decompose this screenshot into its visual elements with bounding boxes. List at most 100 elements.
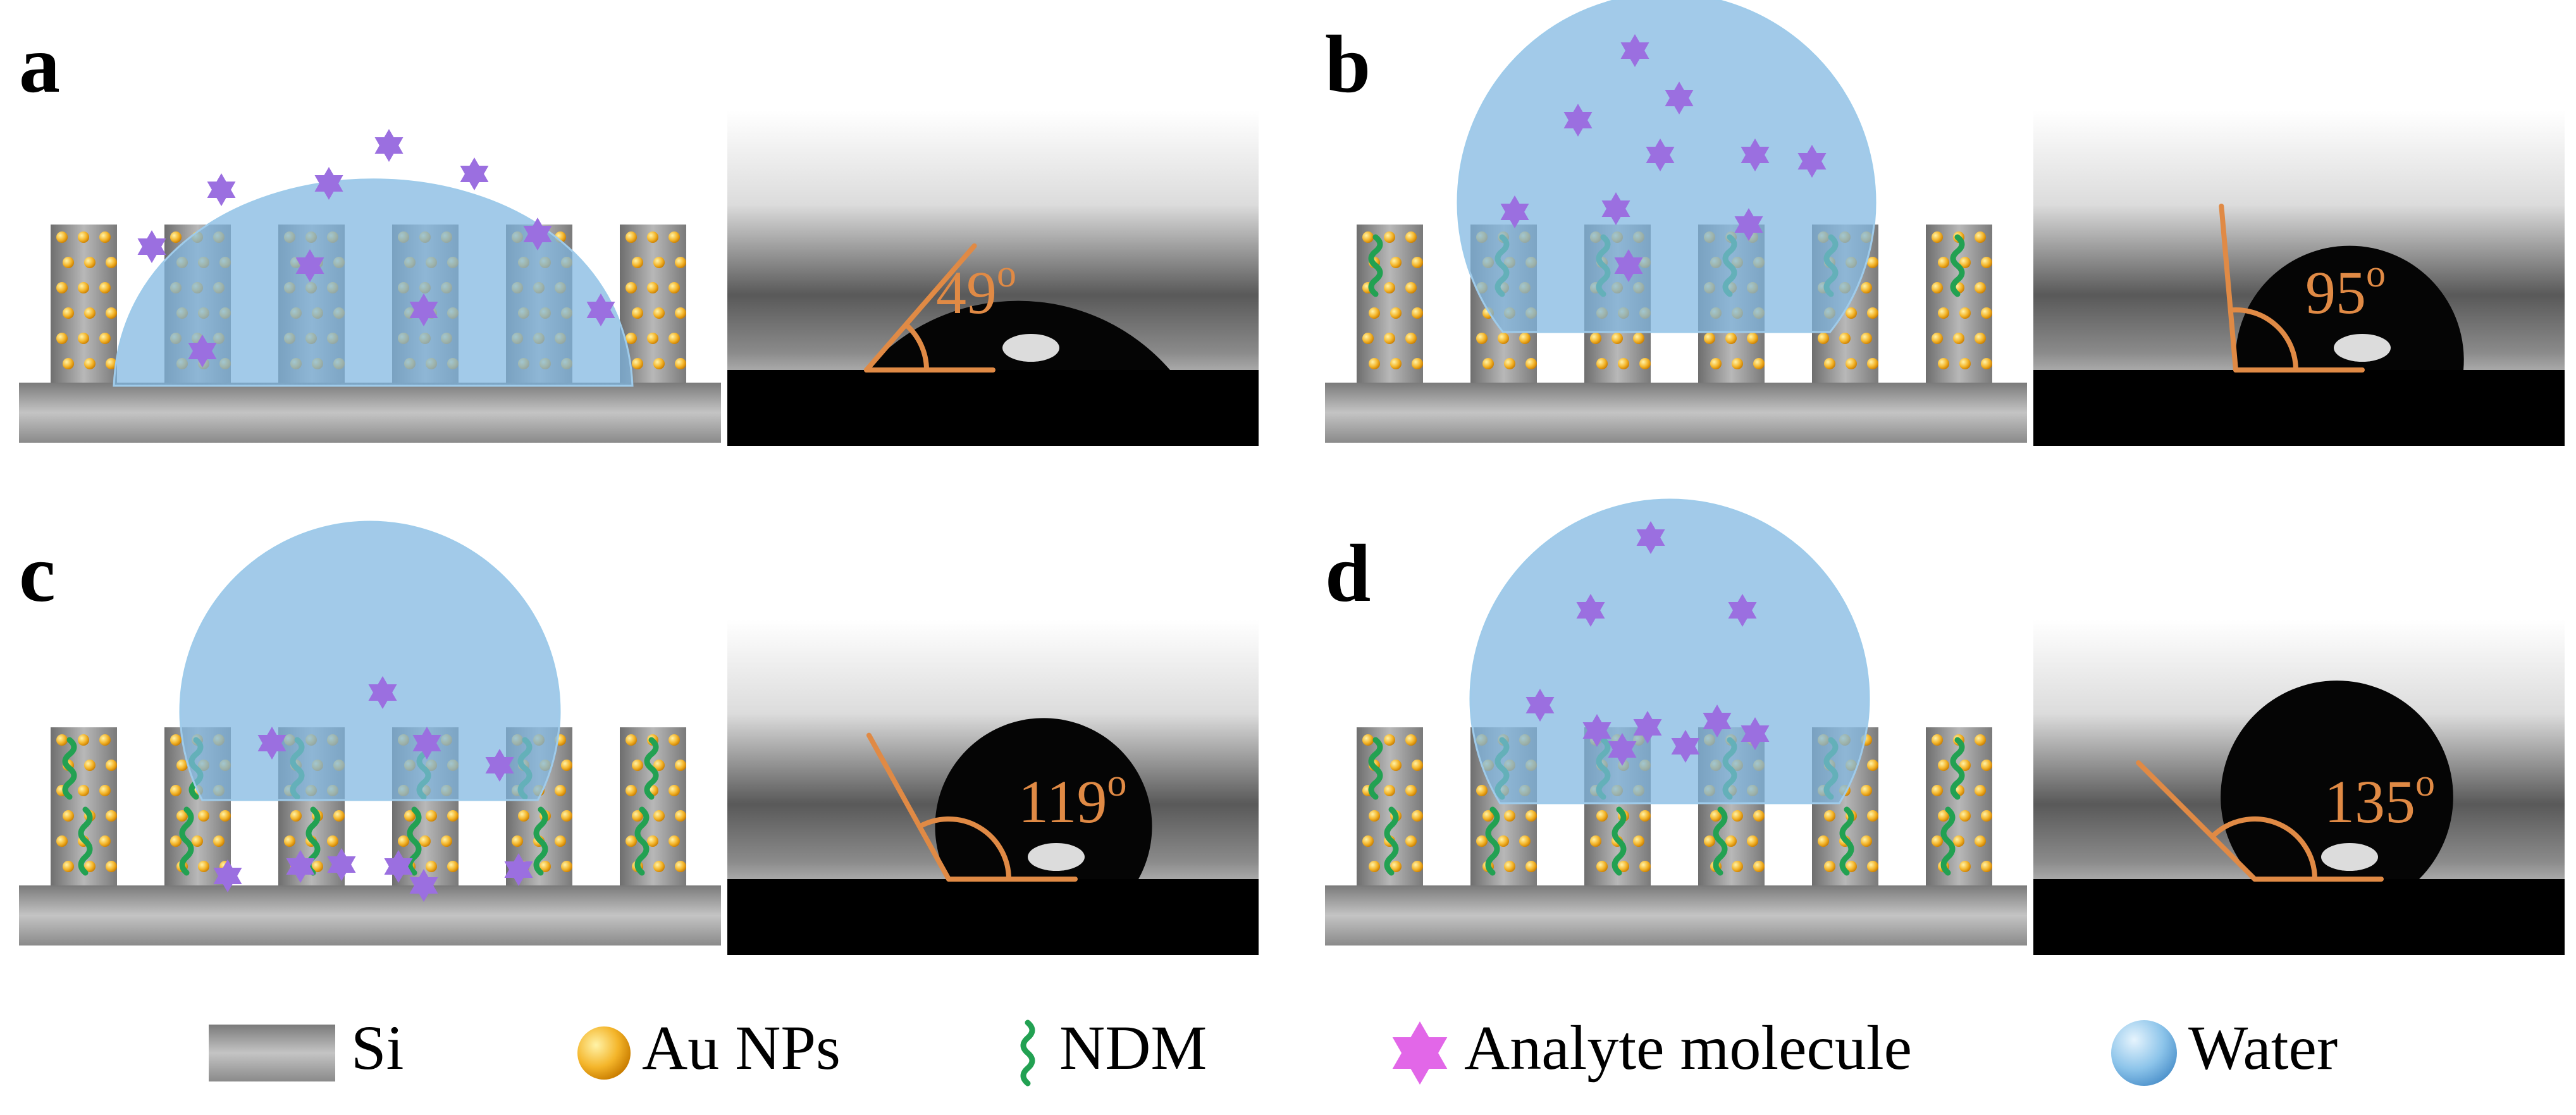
au-nanoparticle-icon — [1618, 861, 1629, 872]
water-droplet — [113, 129, 634, 387]
au-nanoparticle-icon — [106, 861, 117, 872]
au-nanoparticle-icon — [1504, 861, 1515, 872]
au-nanoparticle-icon — [669, 785, 680, 796]
au-nanoparticle-icon — [1824, 861, 1835, 872]
au-nanoparticle-icon — [1476, 835, 1488, 847]
droplet-silhouette — [2221, 681, 2453, 879]
au-nanoparticle-icon — [1525, 810, 1537, 822]
au-nanoparticle-icon — [1525, 861, 1537, 872]
au-nanoparticle-icon — [84, 760, 96, 771]
water-droplet — [1457, 0, 1877, 333]
droplet-highlight — [2334, 334, 2391, 362]
analyte-molecule-icon — [460, 157, 489, 190]
au-nanoparticle-icon — [561, 810, 572, 822]
au-nanoparticle-icon — [561, 760, 572, 771]
au-nanoparticle-icon — [675, 307, 686, 319]
au-nanoparticle-icon — [63, 257, 74, 268]
au-nanoparticle-icon — [1959, 307, 1971, 319]
au-nanoparticle-icon — [1639, 810, 1651, 822]
photo-substrate — [727, 370, 1259, 446]
au-nanoparticle-icon — [653, 257, 665, 268]
au-nanoparticle-icon — [170, 734, 182, 746]
au-nanoparticle-icon — [426, 861, 437, 872]
au-nanoparticle-icon — [290, 810, 302, 822]
au-nanoparticle-icon — [626, 835, 637, 847]
au-nanoparticle-icon — [1596, 358, 1608, 369]
water-droplet-body — [1469, 498, 1870, 804]
ndm-chain-icon — [644, 737, 659, 800]
au-nanoparticle-icon — [1504, 810, 1515, 822]
angle-tangent — [2136, 760, 2257, 882]
au-nanoparticle-icon — [284, 835, 295, 847]
au-nanoparticle-icon — [1818, 333, 1829, 344]
au-nanoparticle-icon — [176, 810, 188, 822]
au-nanoparticle-icon — [1953, 835, 1964, 847]
contact-angle-photo: 49o — [727, 111, 1259, 446]
au-nanoparticle-icon — [1932, 785, 1943, 796]
au-nanoparticle-icon — [56, 282, 68, 293]
au-nanoparticle-icon — [78, 333, 89, 344]
au-nanoparticle-icon — [1476, 333, 1488, 344]
ndm-chain-icon — [1384, 806, 1399, 876]
au-nanoparticle-icon — [170, 231, 182, 243]
ndm-chain-icon — [1940, 806, 1956, 876]
au-nanoparticle-icon — [1369, 861, 1380, 872]
ndm-chain-icon — [1713, 806, 1728, 876]
au-nanoparticle-icon — [1590, 835, 1601, 847]
au-nanoparticle-icon — [1932, 835, 1943, 847]
au-nanoparticle-icon — [1390, 760, 1402, 771]
au-nanoparticle-icon — [1975, 734, 1986, 746]
angle-tangent — [864, 243, 977, 373]
legend-au-label: Au NPs — [642, 1013, 841, 1083]
au-nanoparticle-icon — [426, 810, 437, 822]
au-nanoparticle-icon — [653, 760, 665, 771]
angle-tangent — [2219, 203, 2238, 373]
silicon-substrate — [1325, 885, 2027, 946]
gradient-block-icon — [209, 1025, 335, 1081]
au-nanoparticle-icon — [1732, 358, 1743, 369]
au-nanoparticle-icon — [1846, 358, 1857, 369]
au-nanoparticle-icon — [1519, 333, 1531, 344]
au-nanoparticle-icon — [1981, 307, 1992, 319]
au-nanoparticle-icon — [1867, 358, 1878, 369]
au-nanoparticle-icon — [1412, 760, 1423, 771]
au-nanoparticle-icon — [1959, 358, 1971, 369]
au-nanoparticle-icon — [176, 760, 188, 771]
au-nanoparticle-icon — [1633, 333, 1644, 344]
au-nanoparticle-icon — [675, 257, 686, 268]
au-nanoparticle-icon — [1612, 333, 1623, 344]
au-nanoparticle-icon — [1412, 307, 1423, 319]
au-nanoparticle-icon — [1618, 358, 1629, 369]
au-nanoparticle-icon — [626, 282, 637, 293]
au-nanoparticle-icon — [1725, 835, 1737, 847]
au-nanoparticle-icon — [1975, 282, 1986, 293]
au-nanoparticle-icon — [1710, 810, 1722, 822]
au-nanoparticle-icon — [632, 810, 643, 822]
au-nanoparticle-icon — [1938, 307, 1949, 319]
panel-letter: b — [1325, 19, 1371, 110]
contact-angle-photo: 119o — [727, 620, 1259, 955]
au-nanoparticle-icon — [626, 333, 637, 344]
au-nanoparticle-icon — [1867, 257, 1878, 268]
au-nanoparticle-icon — [669, 835, 680, 847]
au-nanoparticle-icon — [647, 282, 658, 293]
droplet-silhouette — [935, 718, 1152, 879]
au-nanoparticle-icon — [1839, 333, 1851, 344]
au-nanoparticle-icon — [626, 231, 637, 243]
au-nanoparticle-icon — [312, 861, 323, 872]
ndm-chain-icon — [1950, 234, 1965, 297]
au-nanoparticle-icon — [1953, 333, 1964, 344]
au-nanoparticle-icon — [647, 835, 658, 847]
panel-letter: d — [1325, 528, 1371, 619]
au-nanoparticle-icon — [1861, 282, 1872, 293]
au-nanoparticle-icon — [1975, 231, 1986, 243]
au-nanoparticle-icon — [1981, 861, 1992, 872]
ndm-chain-icon — [1839, 806, 1854, 876]
water-sphere-icon — [2111, 1020, 2177, 1086]
au-nanoparticle-icon — [1959, 760, 1971, 771]
water-droplet — [179, 521, 561, 902]
au-nanoparticle-icon — [632, 358, 643, 369]
au-nanoparticle-icon — [56, 835, 68, 847]
au-nanoparticle-icon — [626, 785, 637, 796]
